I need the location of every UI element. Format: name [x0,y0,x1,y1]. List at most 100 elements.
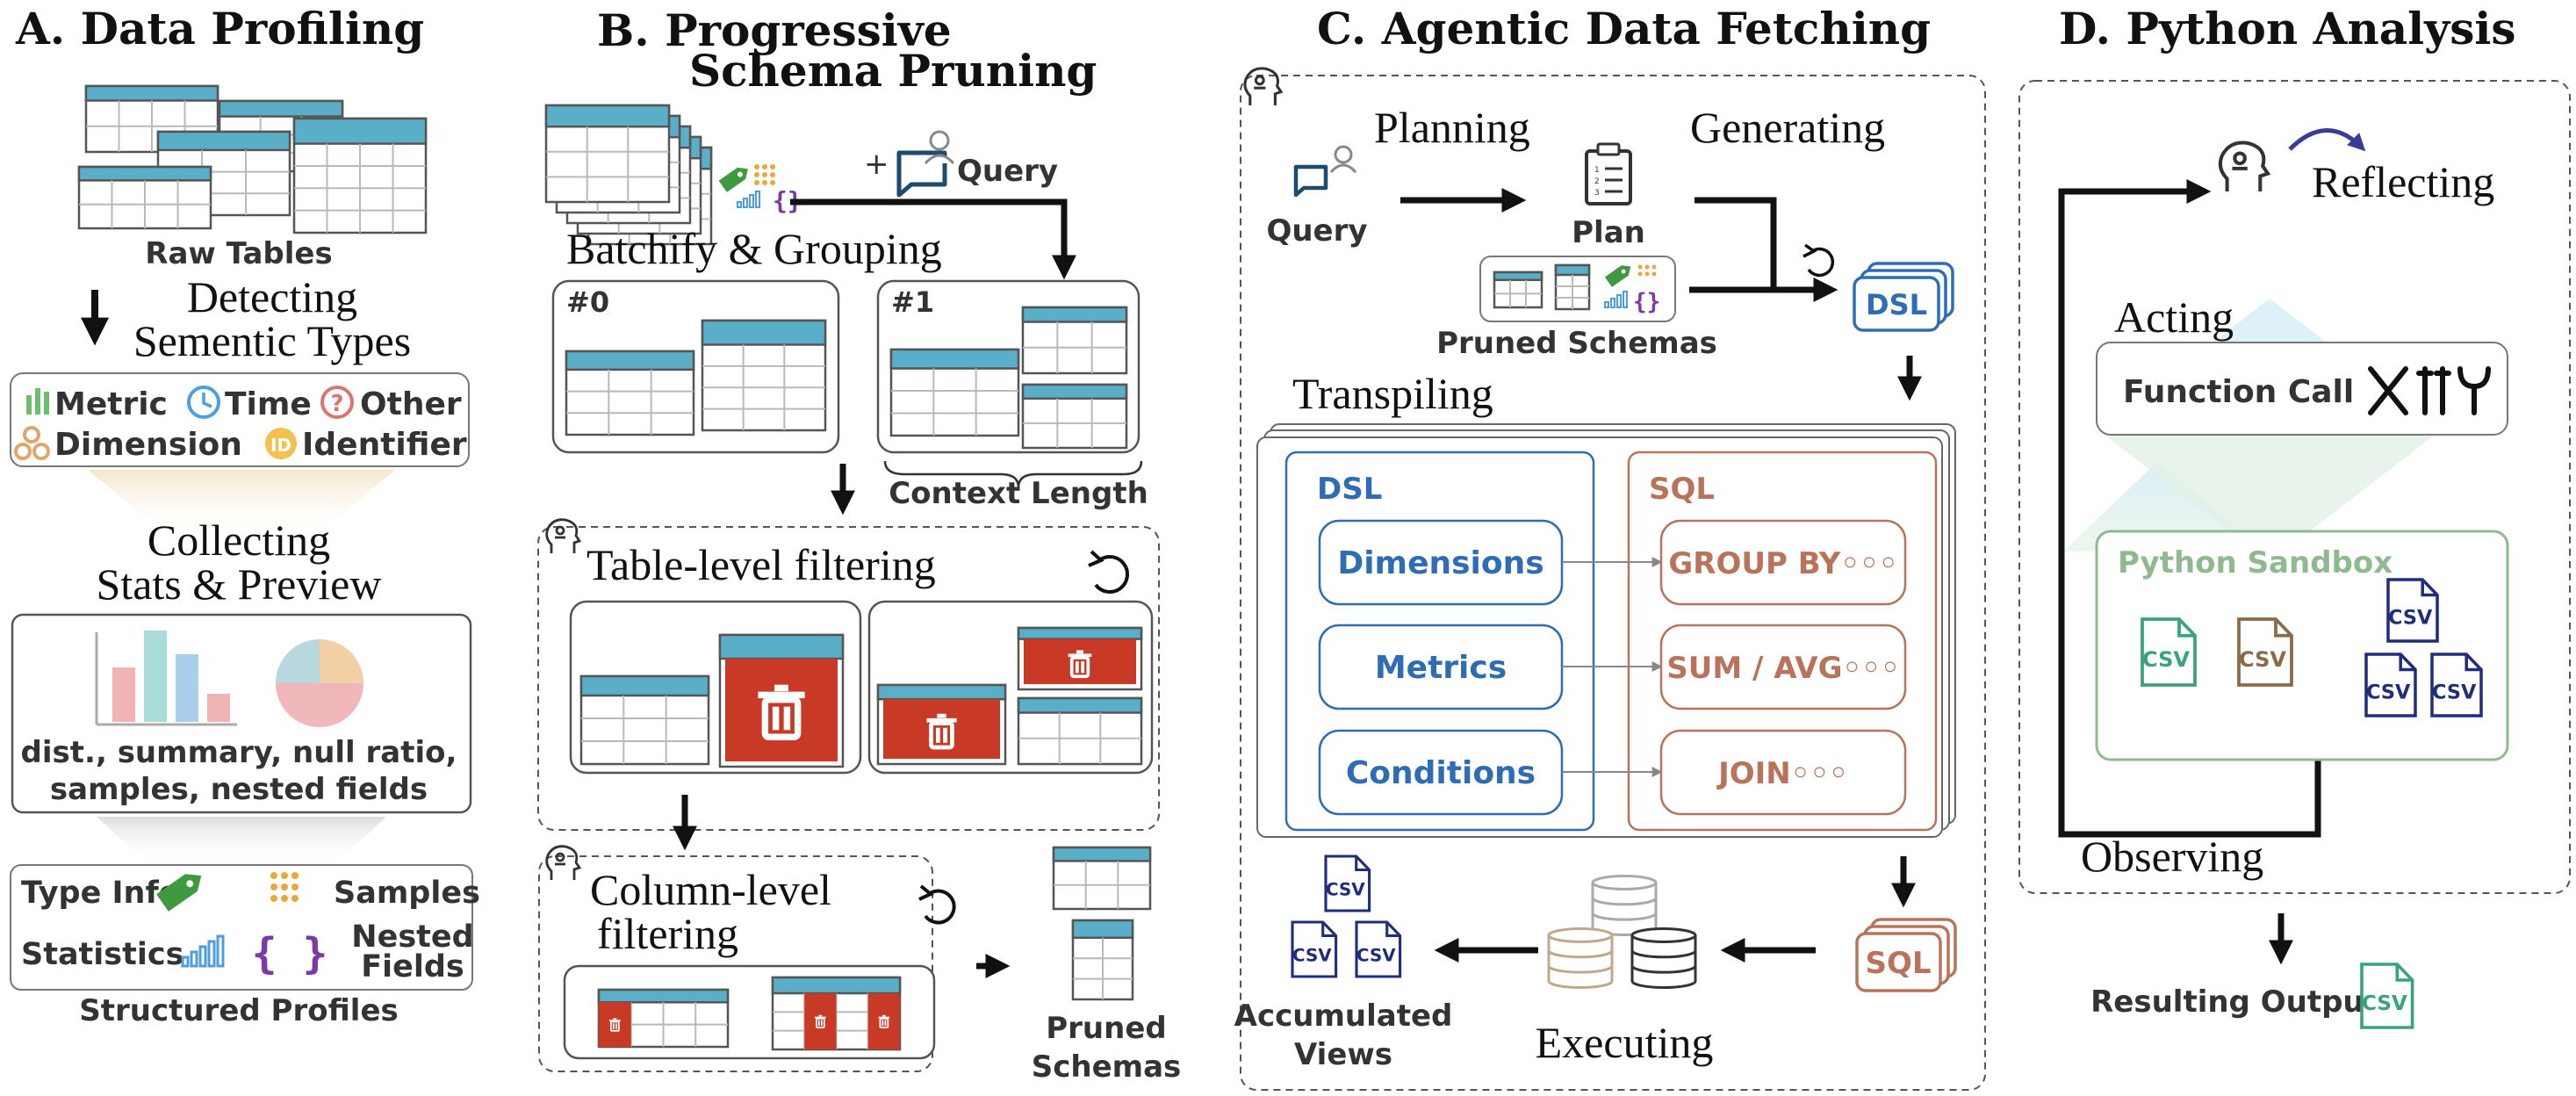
csv-file-icon: CSV [1324,854,1371,912]
nested-label: Nested [351,919,473,955]
signal-icon-c [1604,291,1628,308]
column-filter-label-1: Column-level [590,865,831,914]
stats-line-2: samples, nested fields [50,772,428,807]
reflect-arrow [2288,128,2366,152]
structured-profiles-label: Structured Profiles [79,993,399,1028]
tag-icon [156,874,202,912]
signal-icon-b [737,191,760,208]
agentic-box [1240,75,1986,1091]
type-info-label: Type Info [21,876,180,911]
accumulated-label-1: Accumulated [1234,999,1453,1034]
semantic-types-box [10,372,470,467]
group-table-icon [1021,383,1128,450]
csv-file-icon: CSV [2237,617,2293,687]
sql-item-sumavg: SUM / AVG◦◦◦ [1666,651,1899,686]
pruned-schemas-label: Pruned Schemas [1436,326,1717,361]
table-filter-label: Table-level filtering [586,540,936,589]
panel-c: C. Agentic Data Fetching Planning Genera… [1234,3,1986,1091]
diamond-lower [2098,430,2441,562]
sql-header: SQL [1649,472,1715,507]
csv-label: CSV [1356,946,1396,966]
svg-text:2: 2 [1594,177,1600,186]
svg-text:1: 1 [1594,166,1600,175]
reflecting-label: Reflecting [2312,157,2494,206]
sql-item-groupby: GROUP BY◦◦◦ [1668,546,1897,581]
kept-table-icon [1017,696,1143,766]
database-icon [1547,927,1614,990]
profiles-box [10,864,473,991]
column-table-icon [771,976,902,1051]
stacked-tables-graphic [544,104,713,246]
trash-icon [926,713,957,750]
query-label-b: Query [957,154,1058,189]
raw-table-icon [292,117,428,234]
group-table-icon [889,348,1020,437]
csv-label: CSV [2239,647,2286,672]
csv-label: CSV [2142,647,2190,672]
group-table-icon [701,319,827,432]
clock-icon [187,386,220,419]
dsl-sql-mapping: Dimensions GROUP BY◦◦◦ Metrics SUM / AVG… [1318,519,1907,816]
brain-icon [2218,141,2271,191]
query-icon-b [896,130,955,198]
panel-a-title: A. Data Profiling [15,3,424,54]
raw-table-icon [77,165,212,230]
query-icon-c [1293,145,1357,198]
python-box [2018,80,2571,894]
brain-head-icon [545,518,582,553]
type-dimension: Dimension [54,427,242,463]
refresh-icon [1802,243,1835,278]
panel-a: A. Data Profiling Raw Tables Detecting S… [10,3,480,1028]
svg-text:?: ? [330,391,343,417]
sql-item-join: JOIN◦◦◦ [1716,756,1848,791]
panel-b-title-2: Schema Pruning [689,45,1097,97]
svg-text:3: 3 [1594,189,1600,198]
type-other: Other [360,386,462,422]
query-label-c: Query [1266,213,1367,249]
csv-label: CSV [2388,606,2433,629]
dsl-badge-text: DSL [1866,288,1927,321]
diamond-top [2063,461,2265,552]
mini-table-icon [1493,270,1543,309]
observing-label: Observing [2081,832,2263,881]
id-badge-text: ID [270,435,291,456]
trash-icon [758,684,805,740]
braces-icon: { } [252,929,328,978]
group1-label: #1 [891,285,934,319]
dsl-item-conditions: Conditions [1346,755,1536,791]
pruned-table-icon [1071,919,1134,1001]
refresh-icon [1088,550,1129,594]
trash-icon [608,1018,621,1032]
brain-head-icon [1243,67,1284,105]
loop-arrow [2058,179,2321,838]
resulting-output-label: Resulting Output [2090,984,2378,1020]
pie-chart-icon [276,639,363,727]
database-icon [1591,875,1658,937]
bar-chart-icon [95,631,237,726]
pruned-table-icon [1052,846,1152,911]
pruned-schema-icons [1493,263,1591,311]
context-length-label: Context Length [889,476,1148,511]
context-brace [883,460,1143,488]
semantic-types-label: Sementic Types [133,316,411,365]
accumulated-label-2: Views [1294,1037,1392,1072]
raw-tables-graphic [77,84,428,234]
csv-file-icon: CSV [2364,653,2417,717]
database-icon [1630,927,1697,990]
plus-sign: + [864,147,889,182]
brain-icon [545,845,582,880]
clipboard-icon: 1 2 3 [1585,142,1632,206]
sql-badge-text: SQL [1865,946,1931,981]
executing-label: Executing [1536,1018,1714,1067]
trash-icon [878,1014,890,1028]
braces-icon-c: {} [1633,289,1660,315]
acting-label: Acting [2114,292,2234,342]
pruned-label-2: Schemas [1032,1049,1182,1085]
dsl-header: DSL [1317,472,1382,507]
panel-c-title: C. Agentic Data Fetching [1317,3,1931,54]
group-table-icon [565,350,695,436]
tools-icon [2368,366,2491,415]
dimension-icon [14,426,50,460]
dsl-item-metrics: Metrics [1375,650,1507,686]
